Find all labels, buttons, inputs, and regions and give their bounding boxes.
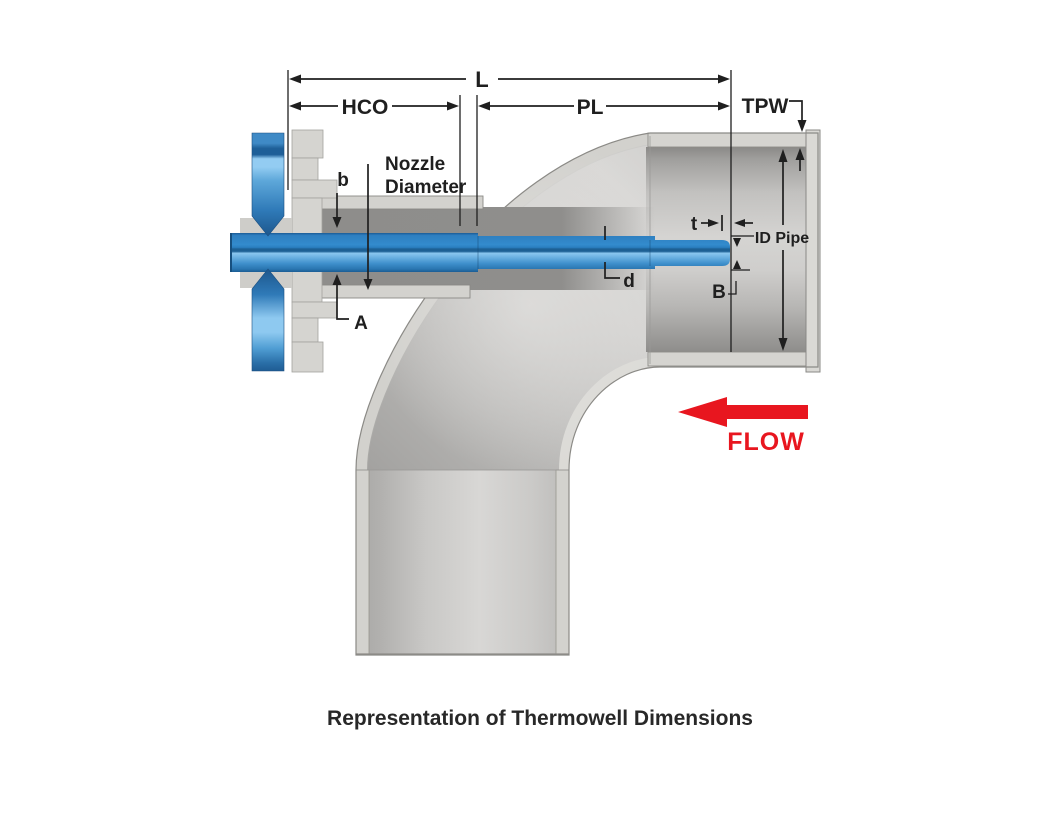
dim-b: b [332,170,349,228]
pipe-top-wall [647,132,807,148]
thermowell [230,132,730,372]
nozzle-bore-lower [322,268,655,290]
dim-label-id-pipe: ID Pipe [755,230,809,247]
pipe-bottom-wall [647,351,807,367]
dim-nozzle-diameter: Nozzle Diameter [363,154,467,290]
thermowell-root [230,233,478,272]
dim-label-pl: PL [577,96,604,119]
elbow-outline [355,132,819,656]
dim-label-b: b [337,170,349,191]
flow-indicator: FLOW [678,397,808,456]
dim-t: t [691,214,753,235]
dim-label-a: A [354,313,368,334]
pipe-elbow [240,129,821,656]
flow-label: FLOW [727,428,805,456]
dim-l: L [289,67,730,92]
dimension-annotations: L HCO PL TPW [287,67,809,352]
thermowell-flange-upper [251,132,285,237]
dim-id-pipe: ID Pipe [755,149,809,351]
flow-arrow [678,397,808,427]
dim-label-nozzle-line1: Nozzle [385,154,445,175]
dim-label-b-cap: B [712,282,726,303]
dim-label-l: L [475,67,488,92]
dim-label-d: d [623,271,635,292]
pipe-end-rim [805,129,821,373]
dim-label-nozzle-line2: Diameter [385,177,467,198]
thermowell-flange-lower [251,268,285,372]
dim-hco: HCO [289,96,459,119]
dim-tpw: TPW [742,95,807,171]
vertical-pipe [355,469,570,656]
dim-label-hco: HCO [342,96,389,119]
dim-label-t: t [691,214,698,235]
nozzle-bore-upper [322,207,655,237]
thermowell-tip [648,240,730,266]
dim-b-cap: B [712,235,754,303]
thermowell-stem [470,236,655,269]
nozzle [319,195,484,299]
dim-label-tpw: TPW [742,95,789,118]
dim-pl: PL [478,96,730,119]
dim-a: A [332,274,368,334]
dim-d: d [604,226,635,292]
nozzle-flange [291,129,338,373]
figure-caption: Representation of Thermowell Dimensions [327,707,753,730]
